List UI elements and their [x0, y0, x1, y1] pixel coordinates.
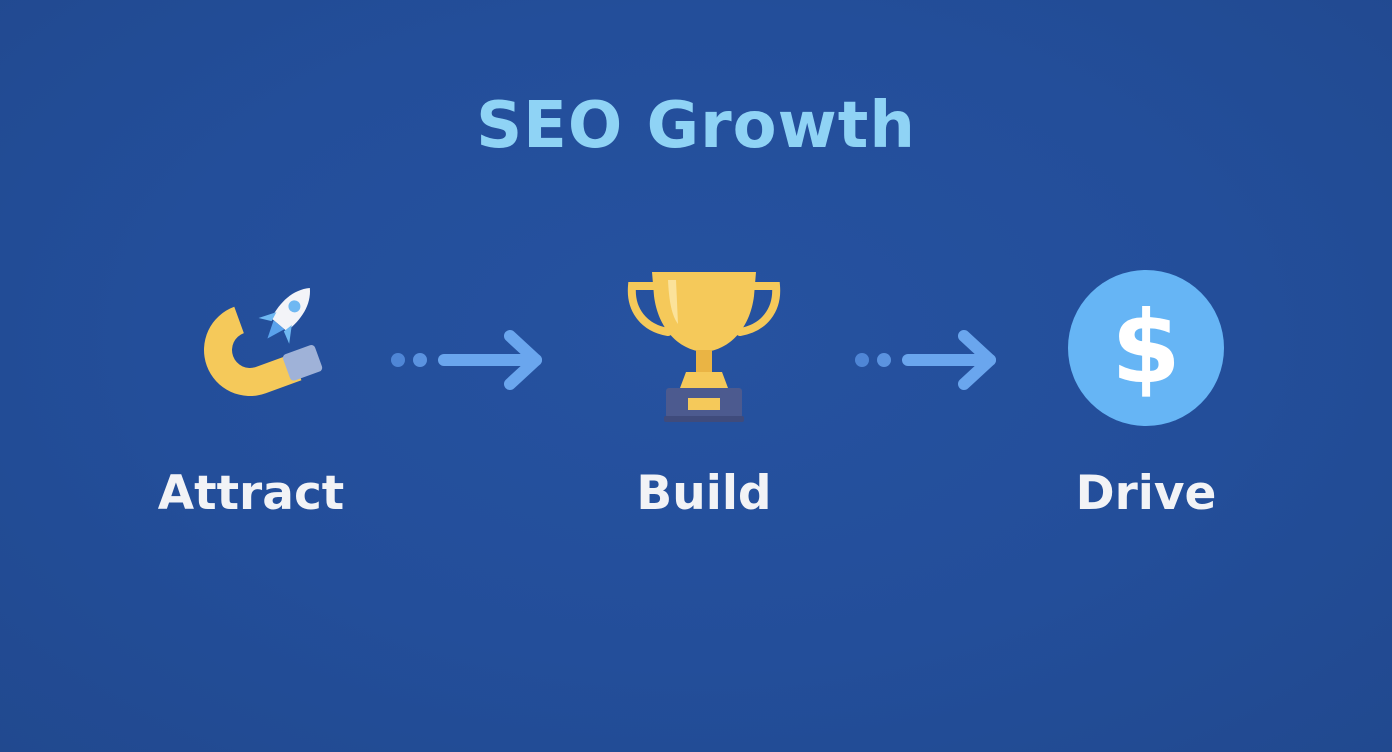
- magnet-rocket-icon: [204, 287, 323, 396]
- step-label-build: Build: [636, 466, 772, 521]
- step-label-drive: Drive: [1075, 466, 1217, 521]
- flow-arrow-1: [391, 330, 542, 390]
- trophy-icon: [627, 272, 781, 422]
- flow-arrow-2: [855, 330, 996, 390]
- diagram-title: SEO Growth: [476, 89, 916, 163]
- step-label-attract: Attract: [157, 466, 345, 521]
- dollar-coin-icon: $: [1068, 270, 1224, 426]
- svg-text:$: $: [1111, 289, 1181, 406]
